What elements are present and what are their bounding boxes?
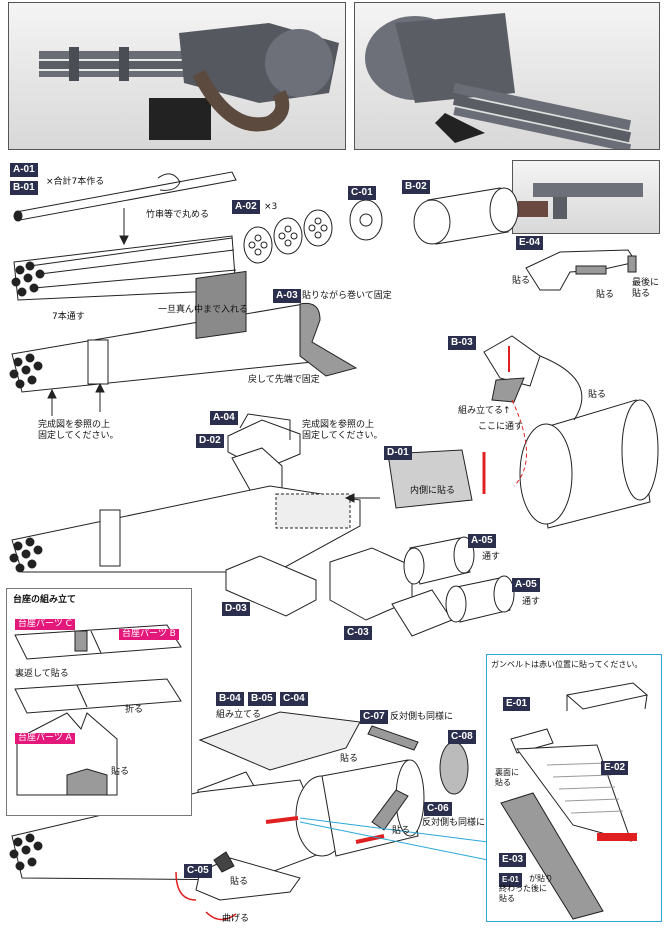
badge-b05: B-05: [248, 692, 276, 706]
badge-b02: B-02: [402, 180, 430, 194]
ref-fix-label-2: 固定してください。: [38, 431, 119, 441]
gatling-photo-illustration: [39, 23, 339, 140]
belt-note: ガンベルトは赤い位置に貼ってください。: [491, 660, 643, 669]
c05-glue-label: 貼る: [230, 877, 249, 887]
stand-assembly-panel: 台座の組み立て 台座パーツ C 台座パーツ B 裏返して貼る 折る 台座パーツ …: [6, 588, 192, 816]
return-fix-label: 戻して先端で固定: [248, 375, 320, 385]
badge-a03: A-03: [273, 289, 301, 303]
stand-part-a-label: 台座パーツ A: [15, 733, 75, 744]
c06-glue-label: 貼る: [392, 826, 411, 836]
stand-title: 台座の組み立て: [13, 595, 77, 605]
badge-b01: B-01: [10, 181, 38, 195]
assemble-label-2: 組み立てる: [216, 710, 262, 720]
pass-here-label: ここに通す: [478, 422, 524, 432]
gatling-photo-illustration: [365, 13, 632, 149]
after-e01-label-2: 終わった後に: [499, 884, 547, 893]
assemble-label: 組み立てる↑: [458, 406, 511, 416]
same-opposite-label-2: 反対側も同様に: [422, 818, 486, 828]
c07-glue-label: 貼る: [340, 754, 359, 764]
wrap-fix-label: 貼りながら巻いて固定: [302, 291, 392, 301]
e04-glue-label-2: 貼る: [596, 290, 615, 300]
badge-a05-1: A-05: [468, 534, 496, 548]
after-e01-label-1: が貼り: [529, 874, 553, 883]
badge-c01: C-01: [348, 186, 376, 200]
ref-fix2-label-2: 固定してください。: [302, 431, 383, 441]
after-e01-label-3: 貼る: [499, 894, 515, 903]
badge-a02: A-02: [232, 200, 260, 214]
glue-inside-label: 内側に貼る: [410, 486, 456, 496]
glue-back-label-1: 裏面に: [495, 768, 519, 777]
badge-a05-2: A-05: [512, 578, 540, 592]
badge-a04: A-04: [210, 411, 238, 425]
make-7-label: ×合計7本作る: [46, 177, 105, 187]
insert-middle-label: 一旦真ん中まで入れる: [158, 305, 249, 315]
e04-glue-label-1: 貼る: [512, 276, 531, 286]
badge-e01: E-01: [503, 697, 531, 711]
badge-c03: C-03: [344, 626, 372, 640]
badge-c04: C-04: [280, 692, 308, 706]
ref-fix2-label-1: 完成図を参照の上: [302, 420, 375, 430]
b03-glue-label: 貼る: [588, 390, 607, 400]
badge-d02: D-02: [196, 434, 224, 448]
badge-c05: C-05: [184, 864, 212, 878]
ref-fix-label-1: 完成図を参照の上: [38, 420, 111, 430]
flip-glue-label: 裏返して貼る: [15, 669, 69, 679]
badge-b03: B-03: [448, 336, 476, 350]
badge-e01-small: E-01: [499, 873, 522, 887]
badge-d03: D-03: [222, 602, 250, 616]
photo-gatling-front: [354, 2, 660, 150]
badge-c08: C-08: [448, 730, 476, 744]
pass-label-2: 通す: [522, 597, 541, 607]
times-3-label: ×3: [264, 202, 278, 212]
badge-d01: D-01: [384, 446, 412, 460]
roll-label: 竹串等で丸める: [146, 210, 210, 220]
badge-e04: E-04: [516, 236, 544, 250]
bend-label: 曲げる: [222, 914, 250, 924]
photo-gatling-side: [8, 2, 346, 150]
e04-last-label-2: 貼る: [632, 289, 651, 299]
e04-photo-illustration: [518, 183, 643, 219]
e04-last-label-1: 最後に: [632, 278, 660, 288]
stand-part-c-label: 台座パーツ C: [15, 619, 75, 630]
badge-e02: E-02: [601, 761, 629, 775]
badge-b04: B-04: [216, 692, 244, 706]
stand-glue-label: 貼る: [111, 767, 130, 777]
badge-e03: E-03: [499, 853, 527, 867]
belt-assembly-panel: ガンベルトは赤い位置に貼ってください。 E-01 E-02 裏面に 貼る E-0…: [486, 654, 662, 922]
photo-e04-part: [512, 160, 660, 234]
glue-back-label-2: 貼る: [495, 778, 511, 787]
badge-a01: A-01: [10, 163, 38, 177]
pass-7-label: 7本通す: [52, 312, 85, 322]
fold-label: 折る: [125, 705, 144, 715]
same-opposite-label-1: 反対側も同様に: [390, 712, 454, 722]
pass-label-1: 通す: [482, 552, 501, 562]
badge-c07: C-07: [360, 710, 388, 724]
badge-c06: C-06: [424, 802, 452, 816]
stand-part-b-label: 台座パーツ B: [119, 629, 179, 640]
